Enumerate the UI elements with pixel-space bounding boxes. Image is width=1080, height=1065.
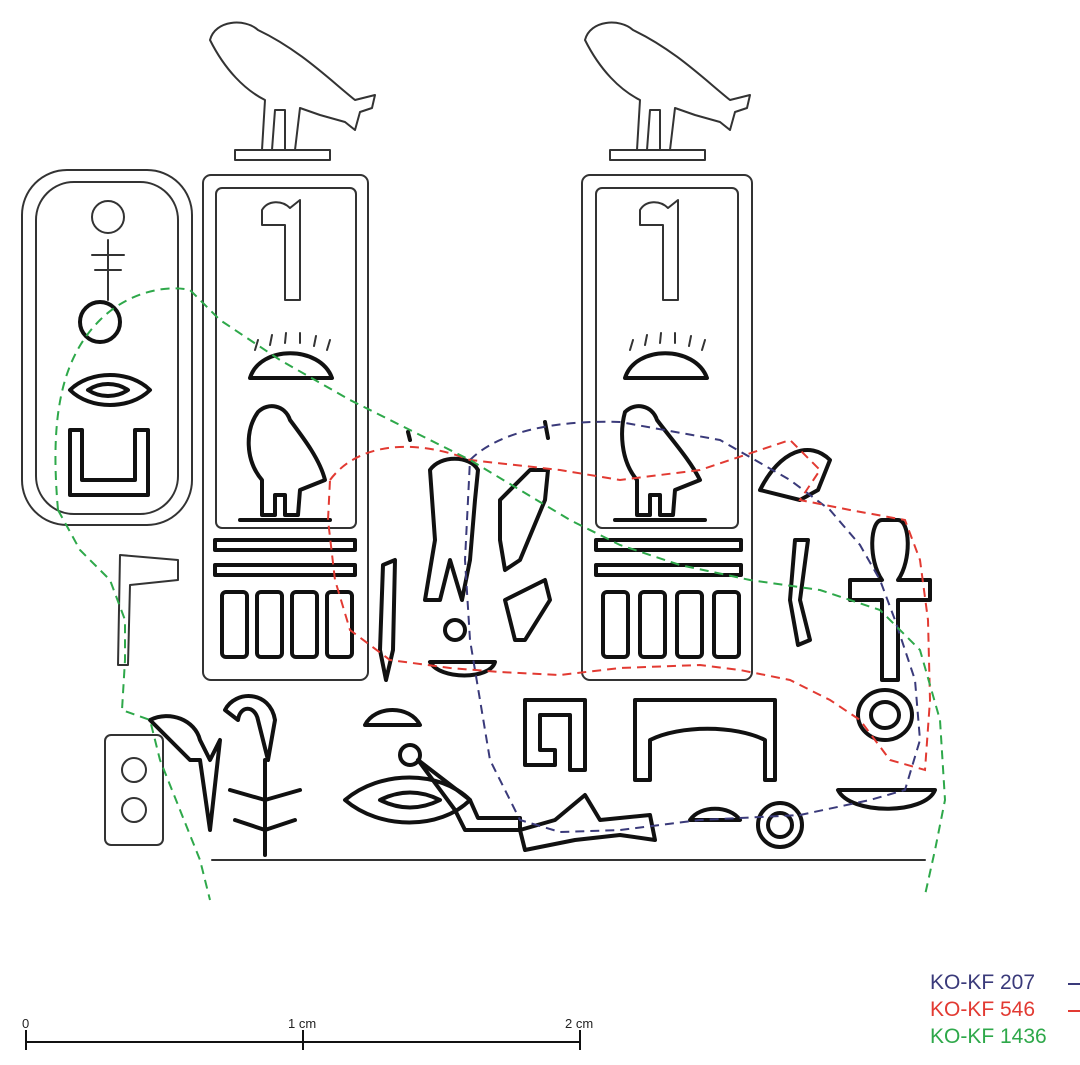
- legend-dashes: [1068, 983, 1080, 1012]
- legend-item-ko-kf-207: KO-KF 207: [930, 971, 1036, 994]
- serekh-right: [581, 174, 753, 681]
- fragment-outlines: [54, 287, 947, 901]
- falcon-glyph-right: [584, 21, 751, 161]
- middle-glyphs: [378, 420, 552, 682]
- scale-tick-label-2cm: 2 cm: [565, 1016, 594, 1031]
- legend-item-ko-kf-1436: KO-KF 1436: [930, 1025, 1047, 1048]
- scale-tick-label-1cm: 1 cm: [288, 1016, 317, 1031]
- serekh-left: [202, 174, 369, 681]
- legend-item-ko-kf-546: KO-KF 546: [930, 998, 1036, 1021]
- lower-glyphs: [104, 554, 926, 861]
- cartouche: [21, 169, 193, 526]
- fragment-outline-ko-kf-546: [326, 438, 932, 772]
- falcon-glyph-left: [209, 21, 376, 161]
- fragment-outline-ko-kf-1436: [54, 287, 947, 896]
- scale-tick-label-0: 0: [22, 1016, 30, 1031]
- fragment-outline-ko-kf-207: [463, 420, 922, 834]
- scale-bar: [25, 1030, 581, 1050]
- right-glyphs: [758, 448, 937, 811]
